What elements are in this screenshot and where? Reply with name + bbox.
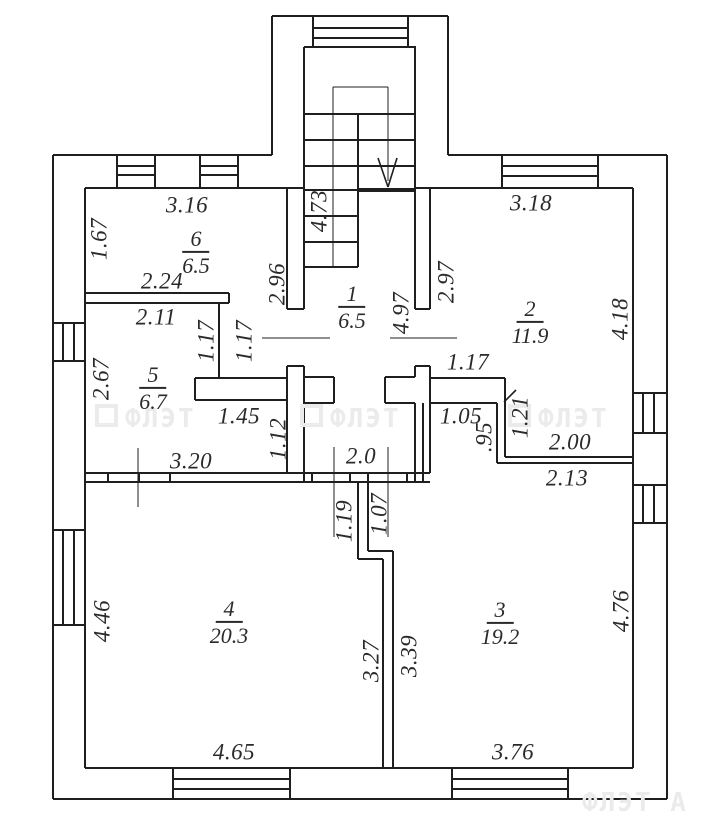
watermark: ФЛЭТ <box>95 404 196 434</box>
dim-door-left: 1.19 <box>331 499 357 543</box>
interior-walls <box>84 47 633 768</box>
dim-room5-top: 2.11 <box>135 304 177 330</box>
dim-room2-top: 3.18 <box>509 190 553 216</box>
dim-closet-width: 1.45 <box>217 403 261 429</box>
windows <box>53 16 667 799</box>
dim-room2-left: 2.97 <box>433 260 459 304</box>
dim-room4-right: 3.27 <box>358 639 384 683</box>
dim-room3-top: 2.13 <box>545 465 589 491</box>
room-area: 6.7 <box>139 389 167 414</box>
dim-room3-bottom: 3.76 <box>491 739 535 765</box>
staircase <box>304 86 416 268</box>
dim-room2-step: 1.21 <box>507 395 533 439</box>
room-area: 6.5 <box>182 253 210 278</box>
dim-niche-width: 1.05 <box>439 403 483 429</box>
dim-closet-right: 1.12 <box>265 417 291 461</box>
dim-hall-width: 3.20 <box>169 448 213 474</box>
dim-room2-door: 1.17 <box>446 349 490 375</box>
room-label-6: 6 6.5 <box>182 227 210 277</box>
room-area: 19.2 <box>480 624 520 649</box>
dim-door-right: 1.07 <box>366 492 392 536</box>
room-label-1: 1 6.5 <box>338 282 366 332</box>
dimension-lines <box>137 337 517 537</box>
dim-room5-left: 2.67 <box>88 357 114 401</box>
dim-room6-right: 2.96 <box>264 262 290 306</box>
exterior-walls <box>52 15 668 800</box>
room-area: 11.9 <box>511 323 549 348</box>
room-label-5: 5 6.7 <box>139 363 167 413</box>
room-area: 20.3 <box>209 623 249 648</box>
room-label-4: 4 20.3 <box>210 597 249 647</box>
dim-stair-depth: 4.73 <box>306 189 332 233</box>
room-label-2: 2 11.9 <box>512 297 549 347</box>
dim-room6-top: 3.16 <box>165 192 209 218</box>
room-number: 4 <box>215 597 243 623</box>
dim-room5-right: 1.17 <box>193 319 219 363</box>
dim-room4-bottom: 4.65 <box>212 739 256 765</box>
dim-niche-depth: .95 <box>471 421 497 453</box>
watermark: ФЛЭТ <box>300 404 401 434</box>
watermark: ФЛЭТ А <box>582 788 688 818</box>
dim-room3-left: 3.39 <box>396 634 422 678</box>
room-number: 3 <box>486 598 514 624</box>
room-label-3: 3 19.2 <box>481 598 520 648</box>
room-number: 5 <box>139 363 167 389</box>
dim-room6-bottom: 2.24 <box>140 268 184 294</box>
dim-room6-left: 1.67 <box>86 217 112 261</box>
dim-hall-strip: 1.17 <box>231 319 257 363</box>
dim-room3-right: 4.76 <box>608 589 634 633</box>
room-area: 6.5 <box>338 308 366 333</box>
dim-room2-right: 4.18 <box>607 297 633 341</box>
room-number: 1 <box>338 282 366 308</box>
room-number: 2 <box>516 297 544 323</box>
wc-area: 2.0 <box>345 443 377 469</box>
room-number: 6 <box>182 227 210 253</box>
dim-room2-bottom: 2.00 <box>548 429 592 455</box>
watermark: ФЛЭТ <box>508 404 609 434</box>
dim-room1-depth: 4.97 <box>388 291 414 335</box>
dim-room4-left: 4.46 <box>89 599 115 643</box>
